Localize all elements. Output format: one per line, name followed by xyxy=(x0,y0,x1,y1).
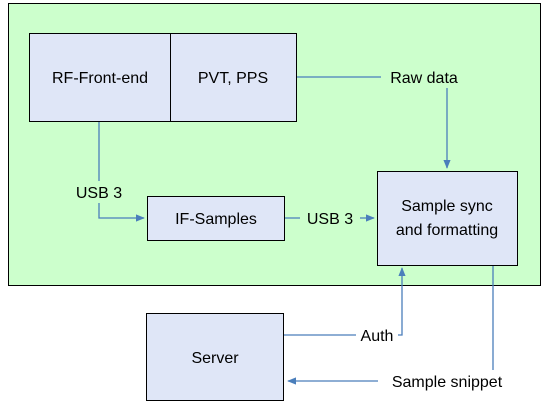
usb3-left-label: USB 3 xyxy=(76,185,122,202)
sample-snippet-label: Sample snippet xyxy=(392,374,503,391)
sample-sync-label-line1: Sample sync xyxy=(401,198,493,215)
if-samples-label: IF-Samples xyxy=(175,211,257,228)
server-label: Server xyxy=(191,350,239,367)
usb3-mid-label-bg xyxy=(300,207,360,229)
sample-snippet-label-bg xyxy=(378,370,516,392)
usb3-left-label-bg xyxy=(68,181,130,203)
auth-arrow xyxy=(284,267,406,336)
rf-frontend-label: RF-Front-end xyxy=(52,70,148,87)
auth-label: Auth xyxy=(361,328,394,345)
rf-frontend-box xyxy=(29,33,171,122)
usb3-mid-label: USB 3 xyxy=(307,211,353,228)
pvt-pps-label: PVT, PPS xyxy=(198,70,268,87)
server-box xyxy=(146,313,284,401)
auth-label-bg xyxy=(356,324,398,346)
raw-data-label: Raw data xyxy=(390,70,458,87)
sample-sync-box xyxy=(377,171,518,266)
usb3-left-arrow xyxy=(98,122,145,222)
raw-data-label-bg xyxy=(381,66,467,88)
if-samples-box xyxy=(147,196,285,241)
sample-sync-label-line2: and formatting xyxy=(396,222,498,239)
pvt-pps-box xyxy=(170,33,297,122)
